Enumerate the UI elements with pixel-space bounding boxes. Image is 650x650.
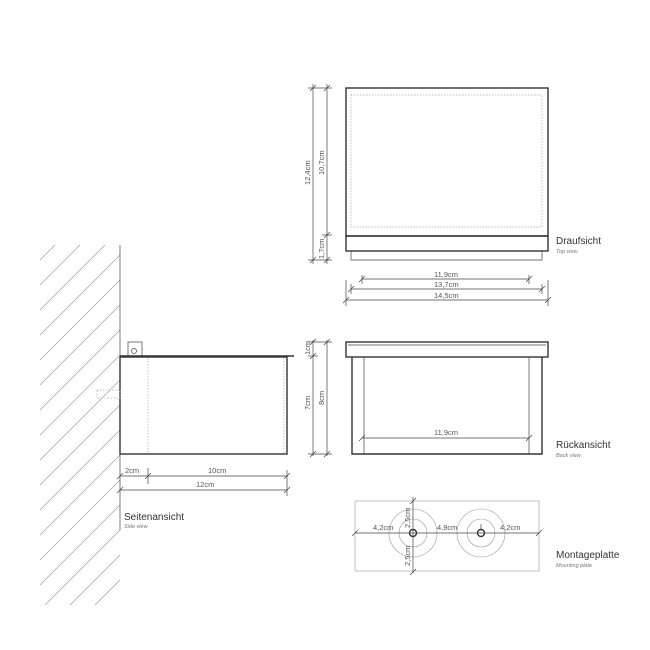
plate-outline bbox=[354, 500, 540, 572]
dim-width-mid: 13,7cm bbox=[434, 280, 459, 289]
mounting-plate: 4,2cm 4,9cm 4,2cm 2,5cm 2,5cm Montagepla… bbox=[351, 497, 620, 576]
dim-depth: 10cm bbox=[208, 466, 226, 475]
back-view-title: Rückansicht bbox=[556, 440, 611, 451]
top-view: 12,4cm 10,7cm 1,7cm 11,9cm 13,7cm 14,5cm… bbox=[303, 84, 601, 306]
dim-back-width: 11,9cm bbox=[434, 428, 458, 437]
dim-height-inner: 10,7cm bbox=[317, 150, 326, 175]
top-outline bbox=[345, 87, 549, 237]
screw-icon bbox=[131, 348, 137, 354]
dim-width-inner: 11,9cm bbox=[434, 270, 458, 279]
dim-plate-between: 4,9cm bbox=[437, 523, 457, 532]
dim-plate-left: 4,2cm bbox=[373, 523, 393, 532]
box-body bbox=[119, 356, 288, 455]
dim-width-total: 14,5cm bbox=[434, 291, 459, 300]
top-view-title: Draufsicht bbox=[556, 236, 601, 247]
top-base bbox=[345, 235, 549, 252]
dim-plate-down: 2,5cm bbox=[403, 546, 412, 566]
dim-plate-right: 4,2cm bbox=[500, 523, 520, 532]
back-view-subtitle: Back view bbox=[556, 453, 582, 459]
dim-total: 12cm bbox=[196, 480, 214, 489]
side-view-subtitle: Side view bbox=[124, 524, 149, 530]
side-view: 2cm 10cm 12cm Seitenansicht Side view bbox=[39, 244, 294, 606]
dim-offset: 2cm bbox=[125, 466, 139, 475]
back-view: 1cm 7cm 8cm 11,9cm Rückansicht Back view bbox=[303, 338, 611, 459]
dim-body: 7cm bbox=[303, 396, 312, 410]
side-view-title: Seitenansicht bbox=[124, 512, 184, 523]
dim-total-height: 8cm bbox=[317, 391, 326, 405]
back-lid bbox=[345, 341, 549, 358]
dim-height-total: 12,4cm bbox=[303, 160, 312, 185]
dim-height-base: 1,7cm bbox=[317, 239, 326, 259]
dim-plate-up: 2,5cm bbox=[403, 508, 412, 528]
top-view-subtitle: Top view bbox=[556, 249, 579, 255]
bracket bbox=[127, 341, 143, 358]
mounting-plate-subtitle: Mounting plate bbox=[556, 563, 592, 569]
wall-plug bbox=[96, 389, 121, 399]
wall-hatching bbox=[39, 244, 121, 606]
dim-lid: 1cm bbox=[303, 341, 312, 355]
mounting-plate-title: Montageplatte bbox=[556, 550, 620, 561]
